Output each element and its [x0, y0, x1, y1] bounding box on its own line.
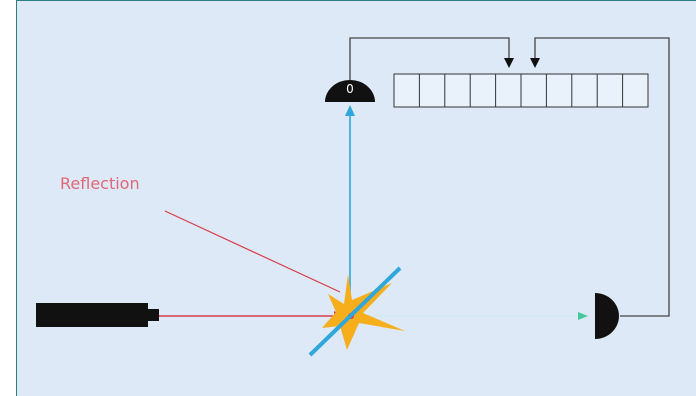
top-detector-digit: 0: [346, 82, 354, 96]
laser-nozzle: [147, 309, 159, 321]
right-feedback-arrowhead: [530, 58, 540, 68]
right-detector-icon: [595, 293, 619, 339]
register-cells: [393, 73, 649, 108]
right-feedback-wire: [534, 37, 670, 317]
left-feedback-wire: [349, 37, 510, 80]
beam-splitter: [308, 266, 402, 357]
laser-body: [36, 303, 148, 327]
top-detector-icon: [325, 80, 375, 102]
reflected-beam-arrowhead: [345, 105, 355, 116]
interaction-star-icon: [322, 274, 405, 350]
reflection-pointer: [164, 210, 341, 293]
left-feedback-arrowhead: [504, 58, 514, 68]
diagram-background: [16, 0, 696, 396]
transmitted-beam-arrowhead: [578, 312, 588, 320]
reflection-label: Reflection: [60, 174, 140, 193]
